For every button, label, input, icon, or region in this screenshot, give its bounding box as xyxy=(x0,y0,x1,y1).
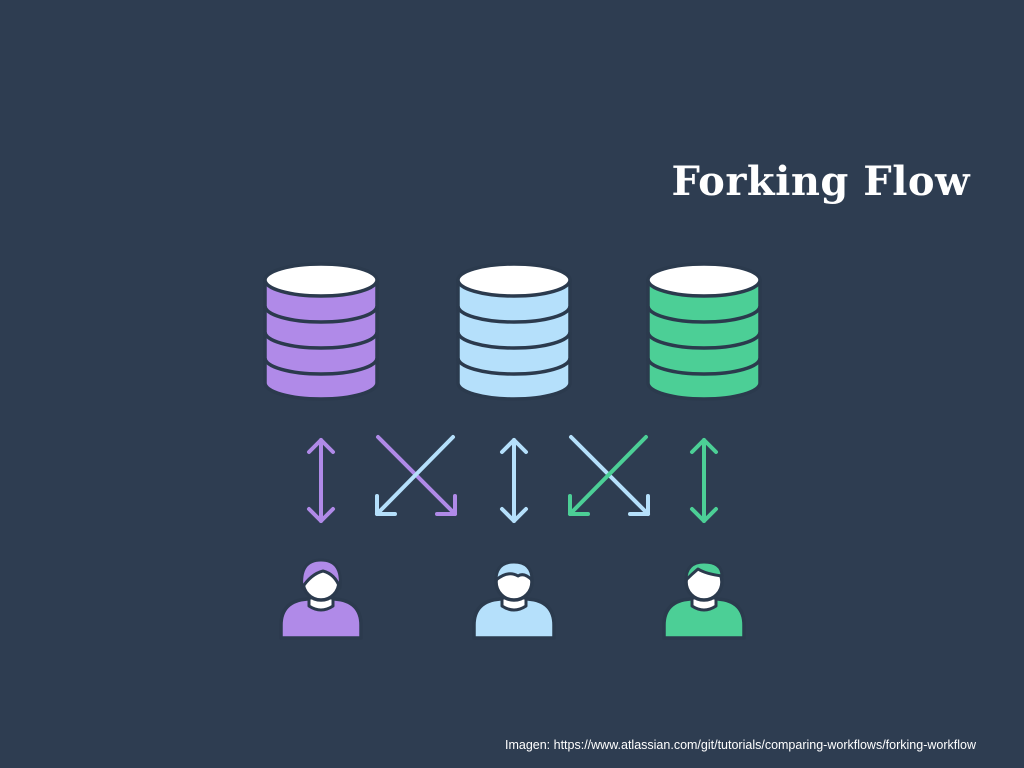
green-user-icon xyxy=(662,560,746,640)
repositories xyxy=(263,262,762,401)
green-double-arrow xyxy=(690,438,718,523)
slide-title: Forking Flow xyxy=(671,158,970,205)
sync-arrows xyxy=(307,435,718,523)
green-repository-icon xyxy=(646,262,762,401)
blue-repository-icon xyxy=(456,262,572,401)
blue-double-arrow xyxy=(500,438,528,523)
developers xyxy=(279,558,746,640)
blue-user-icon xyxy=(472,560,556,640)
purple-repository-icon xyxy=(263,262,379,401)
purple-user-icon xyxy=(279,558,363,640)
blue-diagonal-arrow-left xyxy=(375,435,455,516)
green-diagonal-arrow xyxy=(568,435,648,516)
image-credit-caption: Imagen: https://www.atlassian.com/git/tu… xyxy=(504,738,976,752)
purple-double-arrow xyxy=(307,438,335,523)
